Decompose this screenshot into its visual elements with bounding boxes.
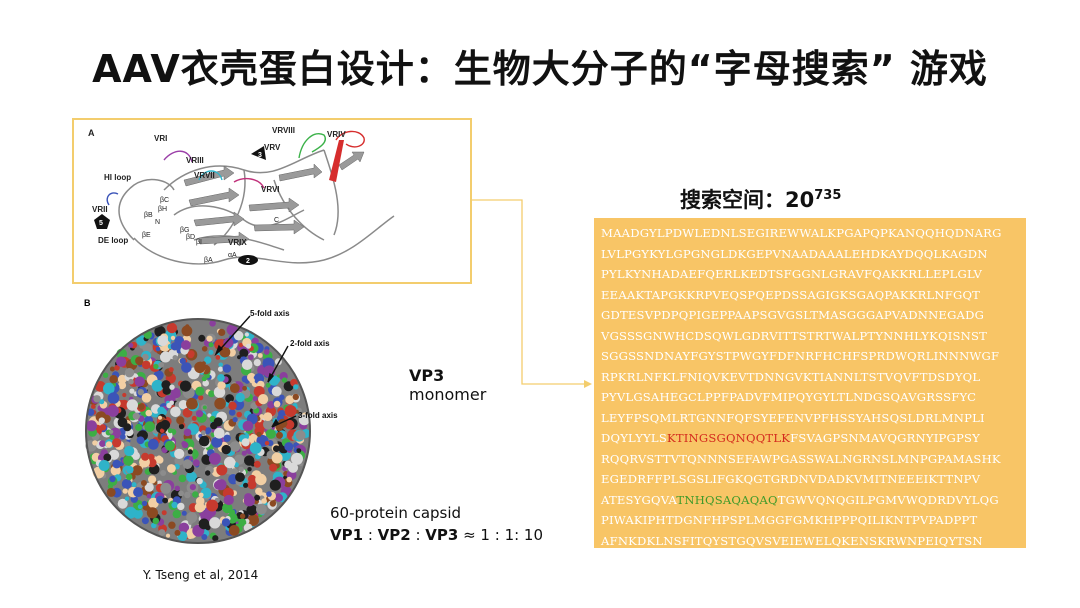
svg-text:βB: βB: [144, 212, 153, 219]
svg-text:βH: βH: [158, 206, 167, 213]
svg-text:HI loop: HI loop: [104, 173, 131, 182]
sequence-line: RQQRVSTTVTQNNNSEFAWPGASSWALNGRNSLMNPGPAM…: [601, 451, 1001, 466]
search-space-title: 搜索空间：20735: [680, 188, 842, 212]
svg-text:VRI: VRI: [154, 134, 167, 143]
svg-text:5: 5: [99, 220, 103, 227]
svg-text:βI: βI: [196, 239, 202, 246]
svg-text:βG: βG: [180, 227, 189, 234]
axis-5fold-label: 5-fold axis: [250, 309, 290, 318]
protein-sequence: MAADGYLPDWLEDNLSEGIREWWALKPGAPQPKANQQHQD…: [601, 223, 1019, 572]
panel-b-letter: B: [84, 298, 91, 308]
highlight-red-motif: KTINGSGQNQQTLK: [666, 431, 791, 445]
sequence-line-highlight-red: DQYLYYLSKTINGSGQNQQTLKFSVAGPSNMAVQGRNYIP…: [601, 431, 980, 445]
sequence-line: GDTESVPDPQPIGEPPAAPSGVGSLTMASGGGAPVADNNE…: [601, 308, 985, 322]
highlight-green-motif: TNHQSAQAQAQ: [676, 492, 778, 507]
capsid-description: 60-protein capsid VP1 : VP2 : VP3 ≈ 1 : …: [330, 502, 543, 546]
svg-text:VRII: VRII: [92, 205, 108, 214]
vp-ratio-label: VP1 : VP2 : VP3 ≈ 1 : 1: 10: [330, 526, 544, 544]
sequence-line: PIWAKIPHTDGNFHPSPLMGGFGMKHPPPQILIKNTPVPA…: [601, 513, 978, 527]
sequence-line-highlight-green: ATESYGQVATNHQSAQAQAQTGWVQNQGILPGMVWQDRDV…: [601, 492, 999, 507]
sequence-line: PYVLGSAHEGCLPPFPADVFMIPQYGYLTLNDGSQAVGRS…: [601, 390, 977, 404]
pentagon-5fold-icon: [94, 214, 110, 229]
sequence-line: RPKRLNFKLFNIQVKEVTDNNGVKTIANNLTSTVQVFTDS…: [601, 369, 981, 384]
svg-text:VRVII: VRVII: [194, 171, 215, 180]
sequence-line: PYLKYNHADAEFQERLKEDTSFGGNLGRAVFQAKKRLLEP…: [601, 267, 983, 281]
vp3-monomer-figure: A: [72, 118, 486, 404]
panel-a-letter: A: [88, 128, 95, 138]
axis-3fold-label: 3-fold axis: [298, 411, 338, 420]
capsid-figure: B 5-fold axis 2-fold axis 3-fold axis: [80, 296, 380, 561]
capsid-count-label: 60-protein capsid: [330, 504, 462, 522]
sequence-line: EGEDRFFPLSGSLIFGKQGTGRDNVDADKVMITNEEEIKT…: [601, 472, 981, 486]
citation: Y. Tseng et al, 2014: [143, 568, 259, 582]
svg-text:3: 3: [258, 152, 262, 159]
axis-2fold-label: 2-fold axis: [290, 339, 330, 348]
svg-text:DE loop: DE loop: [98, 236, 128, 245]
slide-title: AAV衣壳蛋白设计：生物大分子的“字母搜索” 游戏: [92, 47, 988, 91]
sequence-box: MAADGYLPDWLEDNLSEGIREWWALKPGAPQPKANQQHQD…: [594, 218, 1026, 568]
svg-text:βC: βC: [160, 197, 169, 204]
capsid-surface-rendering: B 5-fold axis 2-fold axis 3-fold axis: [84, 298, 338, 544]
sequence-line: VGSSSGNWHCDSQWLGDRVITTSTRTWALPTYNNHLYKQI…: [601, 328, 988, 343]
svg-text:βD: βD: [186, 234, 195, 241]
sequence-line: LEYFPSQMLRTGNNFQFSYEFENVPFHSSYAHSQSLDRLM…: [601, 410, 985, 425]
sequence-line: SGGSSNDNAYFGYSTPWGYFDFNRFHCHFSPRDWQRLINN…: [601, 349, 1000, 363]
svg-text:VRVI: VRVI: [261, 185, 280, 194]
sequence-line: AFNKDKLNSFITQYSTGQVSVEIEWELQKENSKRWNPEIQ…: [601, 533, 983, 548]
sequence-line: EEAAKTAPGKKRPVEQSPQEPDSSAGIGKSGAQPAKKRLN…: [601, 287, 981, 302]
ellipse-2fold-icon: [238, 255, 258, 265]
svg-text:βA: βA: [204, 257, 213, 264]
sequence-line: MAADGYLPDWLEDNLSEGIREWWALKPGAPQPKANQQHQD…: [601, 226, 1002, 240]
vp3-monomer-caption: VP3 monomer: [409, 366, 487, 404]
svg-text:VRVIII: VRVIII: [272, 126, 295, 135]
svg-text:VRV: VRV: [264, 143, 281, 152]
svg-text:VRIII: VRIII: [186, 156, 204, 165]
svg-text:2: 2: [246, 258, 250, 265]
svg-text:αA: αA: [228, 252, 237, 259]
svg-text:βE: βE: [142, 232, 151, 239]
sequence-line: LVLPGYKYLGPGNGLDKGEPVNAADAAALEHDKAYDQQLK…: [601, 246, 988, 261]
triangle-3fold-icon: [251, 146, 266, 160]
svg-text:C: C: [274, 217, 279, 224]
svg-text:VRIX: VRIX: [228, 238, 247, 247]
svg-text:N: N: [155, 219, 160, 226]
vp3-ribbon-diagram: A: [88, 126, 395, 265]
sequence-line: YYKSNNVEFAVNTEGVYSEPRPIGTRYLTRNL: [601, 554, 871, 568]
svg-text:VRIV: VRIV: [327, 130, 346, 139]
